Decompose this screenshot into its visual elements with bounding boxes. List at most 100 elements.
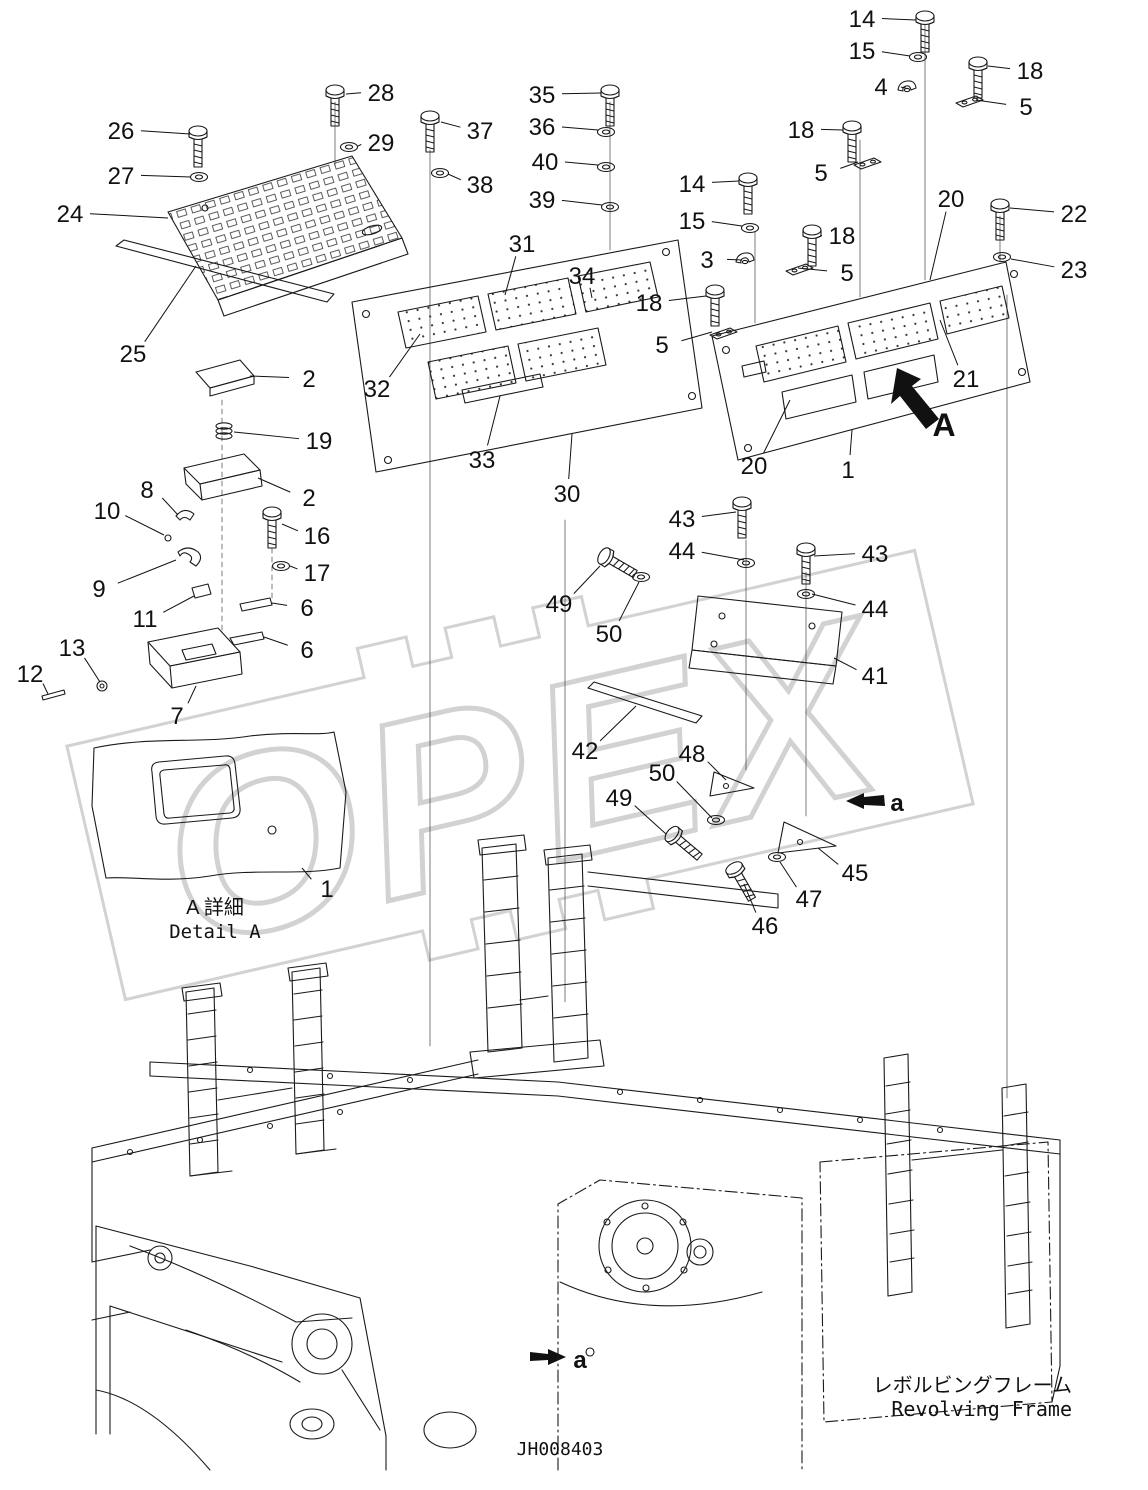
leader-13 (84, 657, 101, 683)
leader-36 (561, 126, 599, 131)
leader-20 (929, 211, 947, 281)
leader-14 (881, 18, 917, 21)
leader-14 (711, 180, 740, 183)
strip-25 (115, 239, 335, 303)
callout-32: 32 (364, 376, 391, 403)
leader-5 (681, 331, 713, 342)
leader-35 (561, 92, 602, 95)
leader-46 (743, 883, 757, 913)
frame-label-en: Revolving Frame (891, 1397, 1072, 1421)
leader-5 (840, 161, 859, 169)
callout-46: 46 (752, 913, 779, 940)
leader-11 (163, 595, 195, 613)
leader-2 (257, 477, 291, 493)
callout-35: 35 (529, 82, 556, 109)
leader-40 (564, 161, 599, 166)
callout-34: 34 (569, 263, 596, 290)
callout-5: 5 (1019, 94, 1032, 121)
leader-43 (813, 553, 856, 557)
revolving-frame (91, 834, 1061, 1471)
leader-26 (140, 130, 191, 135)
leader-16 (281, 523, 299, 532)
leader-29 (357, 143, 362, 147)
callout-15: 15 (849, 38, 876, 65)
callout-13: 13 (59, 635, 86, 662)
leader-6 (263, 636, 288, 646)
leader-19 (233, 431, 300, 440)
leader-39 (561, 199, 603, 206)
view-arrow-a-large (891, 368, 939, 429)
callout-6: 6 (300, 637, 313, 664)
view-label-A: A (932, 407, 955, 443)
leader-34 (589, 287, 593, 299)
leader-33 (487, 395, 501, 446)
leader-2 (249, 375, 290, 379)
leader-18 (668, 295, 707, 302)
leader-28 (345, 92, 362, 95)
callout-14: 14 (849, 6, 876, 33)
callout-31: 31 (509, 231, 536, 258)
leader-1 (301, 867, 312, 880)
callout-5: 5 (814, 160, 827, 187)
floor-plate-detail-a (91, 731, 347, 880)
bracket-45 (777, 821, 837, 854)
leader-22 (1009, 207, 1055, 213)
callout-21: 21 (953, 366, 980, 393)
callout-40: 40 (532, 149, 559, 176)
leader-47 (779, 861, 797, 888)
view-label-a: a (890, 790, 904, 817)
callout-5: 5 (655, 332, 668, 359)
callout-45: 45 (842, 860, 869, 887)
view-arrow-a-small-right (846, 793, 885, 809)
callout-22: 22 (1061, 201, 1088, 228)
cover-plate-41 (688, 595, 843, 685)
callout-38: 38 (467, 172, 494, 199)
leader-37 (440, 121, 461, 128)
detail-label-jp: A 詳細 (186, 896, 244, 919)
leader-10 (125, 515, 165, 536)
leader-27 (140, 174, 192, 178)
callout-20: 20 (741, 453, 768, 480)
callout-23: 23 (1061, 257, 1088, 284)
callout-49: 49 (546, 591, 573, 618)
callout-43: 43 (862, 541, 889, 568)
leader-30 (568, 433, 573, 480)
callout-20: 20 (938, 186, 965, 213)
callout-15: 15 (679, 208, 706, 235)
leader-5 (975, 99, 1007, 105)
callout-39: 39 (529, 187, 556, 214)
leader-44 (811, 593, 856, 606)
callout-3: 3 (700, 247, 713, 274)
leader-7 (187, 685, 197, 704)
callout-16: 16 (304, 523, 331, 550)
leader-31 (504, 256, 517, 296)
drawing-number: JH008403 (517, 1439, 604, 1460)
callout-30: 30 (554, 481, 581, 508)
strip-42 (587, 681, 703, 724)
leader-17 (289, 565, 298, 570)
leader-38 (447, 173, 462, 181)
callout-41: 41 (862, 663, 889, 690)
leader-49 (573, 565, 601, 594)
view-label-a: a (573, 1347, 587, 1374)
callout-18: 18 (1017, 58, 1044, 85)
leader-25 (144, 265, 197, 342)
leader-21 (939, 319, 959, 366)
leader-23 (1010, 258, 1055, 268)
frame-label-jp: レボルビングフレーム (873, 1374, 1072, 1397)
leader-6 (271, 602, 288, 606)
callout-42: 42 (572, 738, 599, 765)
construction-lines (221, 23, 1008, 1099)
callout-2: 2 (302, 485, 315, 512)
leader-49 (634, 805, 667, 835)
leader-41 (833, 657, 857, 671)
leader-50 (676, 781, 713, 819)
bracket-assembly-left (41, 359, 273, 701)
callout-11: 11 (133, 606, 158, 633)
callout-19: 19 (306, 428, 333, 455)
callout-49: 49 (606, 785, 633, 812)
leader-44 (701, 551, 745, 561)
